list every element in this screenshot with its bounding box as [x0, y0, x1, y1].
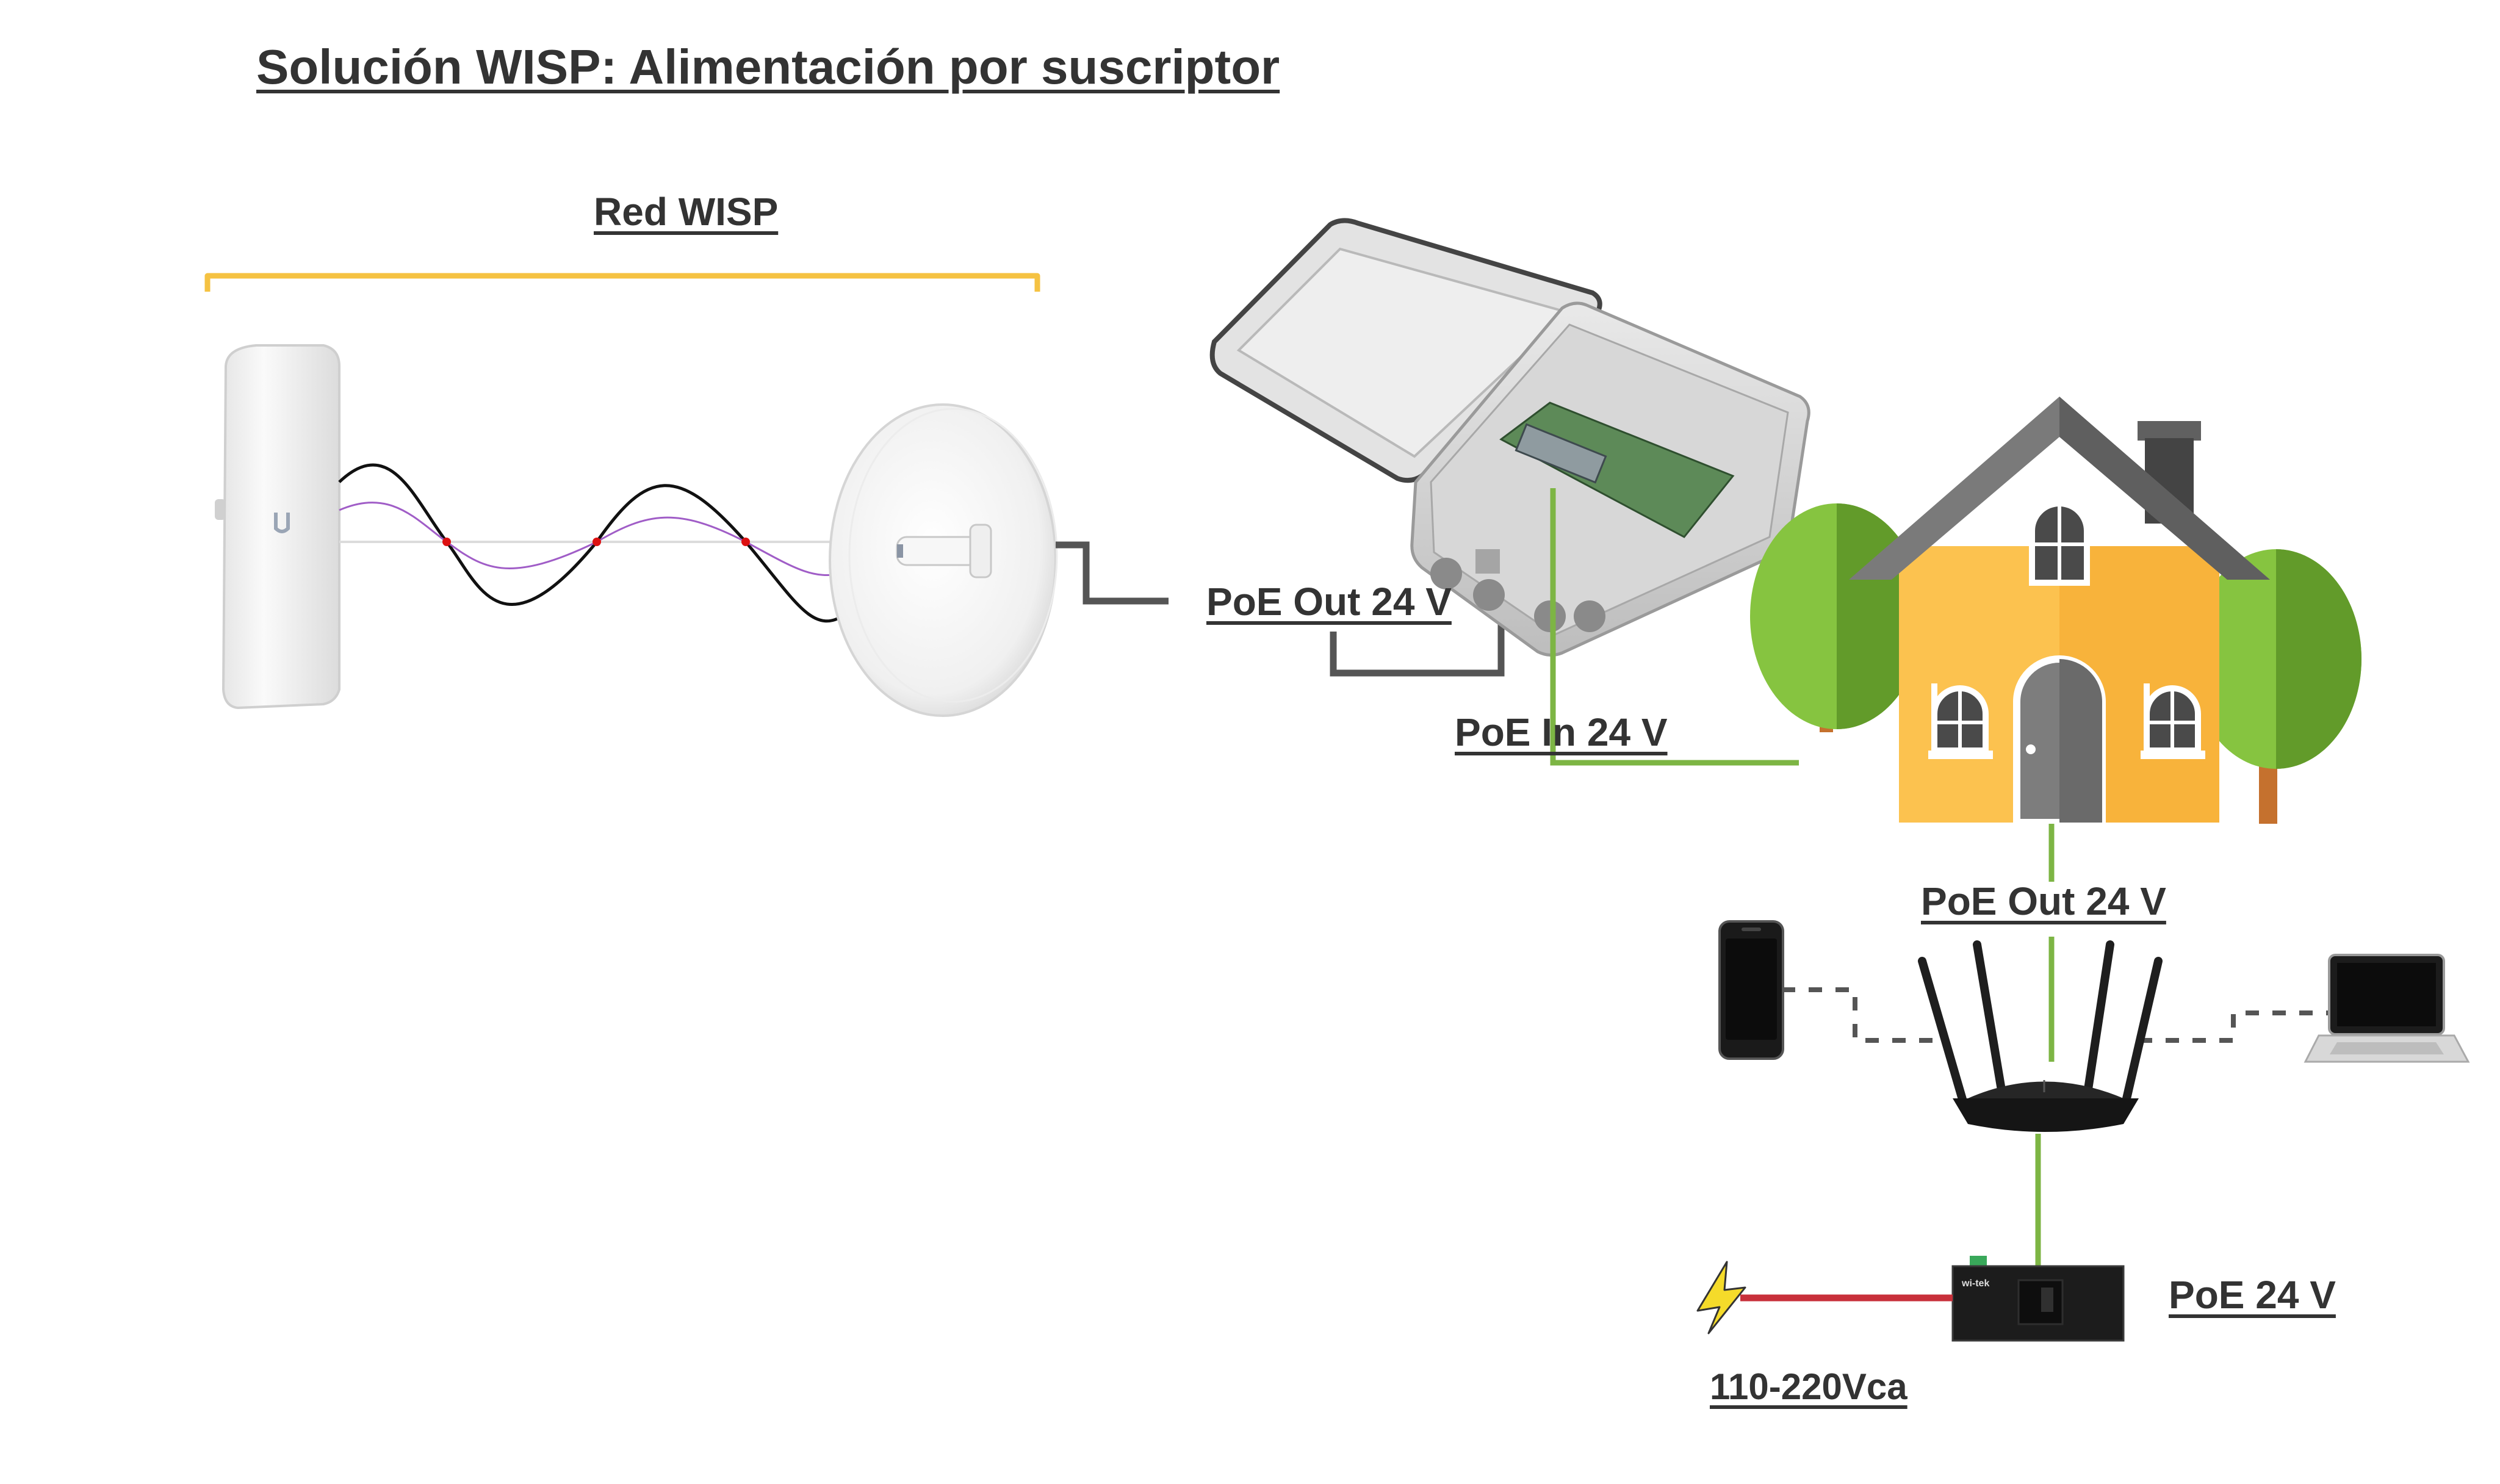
page-title: Solución WISP: Alimentación por suscript… [256, 40, 1280, 94]
smartphone-icon [1718, 920, 1784, 1060]
poe-out-cable [1056, 541, 1169, 605]
phone-wifi-link [1782, 987, 1947, 1043]
injector-brand-label: wi-tek [1961, 1278, 1989, 1289]
wisp-network-bracket [204, 273, 1040, 292]
poe-out-house-label: PoE Out 24 V [1921, 879, 2166, 923]
sector-antenna-icon [215, 344, 340, 710]
wifi-router-icon [1918, 940, 2163, 1132]
laptop-wifi-link [2139, 1010, 2328, 1043]
poe-in-cable [1550, 488, 1799, 766]
outdoor-enclosure-icon [1209, 218, 1810, 657]
lightning-bolt-icon [1696, 1261, 1746, 1335]
dish-antenna-icon [829, 403, 1058, 717]
poe-24-label: PoE 24 V [2169, 1273, 2336, 1317]
poe-out-enclosure-label: PoE Out 24 V [1206, 580, 1452, 624]
poe-injector-icon: wi-tek [1951, 1256, 2125, 1342]
red-wisp-label: Red WISP [594, 190, 779, 234]
voltage-label: 110-220Vca [1710, 1366, 1907, 1407]
poe-in-label: PoE In 24 V [1455, 710, 1668, 754]
laptop-icon [2304, 954, 2470, 1063]
tree-icon [2191, 549, 2361, 824]
wireless-link-waves [338, 463, 843, 623]
house-icon [1849, 397, 2270, 826]
